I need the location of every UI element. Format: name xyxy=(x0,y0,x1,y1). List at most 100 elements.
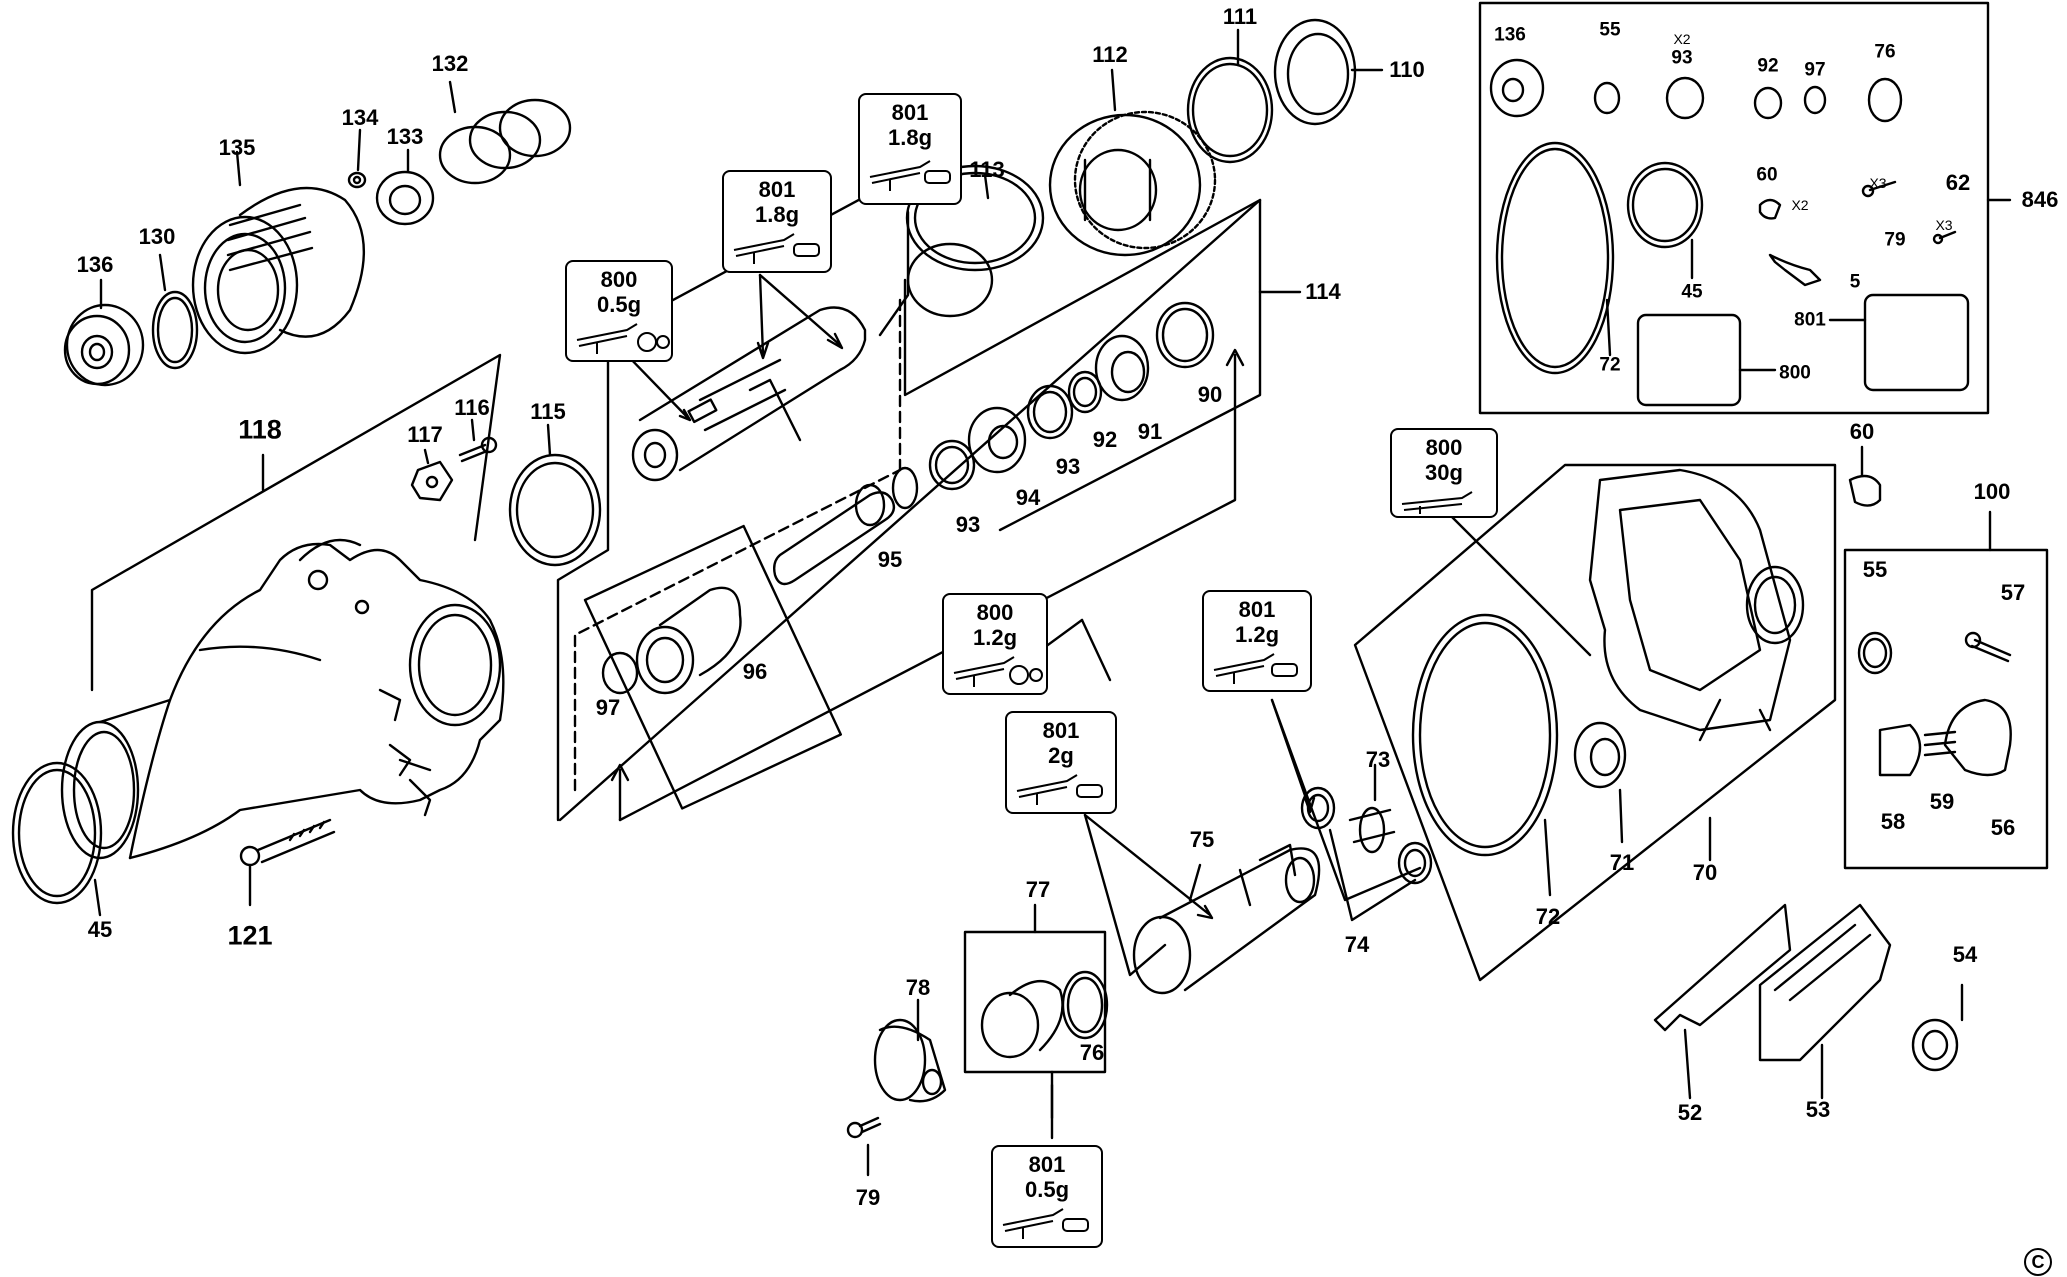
part-label-112: 112 xyxy=(1092,42,1128,67)
lube-code: 800 xyxy=(1425,435,1463,460)
part-label-72: 72 xyxy=(1535,904,1561,929)
lube-code: 801 xyxy=(891,100,929,125)
part-label-52: 52 xyxy=(1677,1100,1703,1125)
part-label-55: 55 xyxy=(1862,557,1888,582)
part-label-77: 77 xyxy=(1025,877,1051,902)
seal-110 xyxy=(1273,18,1384,126)
kit846-label-5: 5 xyxy=(1849,271,1861,293)
part-label-114: 114 xyxy=(1305,279,1341,304)
part-label-79: 79 xyxy=(855,1185,881,1210)
box-100 xyxy=(1843,510,2049,870)
circlip-90 xyxy=(1155,301,1215,369)
lube-qty: 30g xyxy=(1425,460,1463,485)
switch-53 xyxy=(1758,903,1892,1100)
lube-pointers xyxy=(623,210,1592,1120)
grommet-60 xyxy=(1848,445,1882,507)
screw-121 xyxy=(239,818,336,907)
grease-gun-icon xyxy=(869,160,951,191)
box-77 xyxy=(963,903,1107,1140)
part-label-71: 71 xyxy=(1609,850,1635,875)
kit846-mult-60: X2 xyxy=(1791,197,1809,213)
part-label-132: 132 xyxy=(431,51,469,76)
kit846-label-45: 45 xyxy=(1681,281,1703,303)
grease-gun-icon xyxy=(1213,653,1298,684)
kit846-mult-93: X2 xyxy=(1673,31,1691,47)
part-label-94: 94 xyxy=(1015,485,1041,510)
screw-79 xyxy=(846,1116,882,1177)
part-label-92: 92 xyxy=(1092,427,1118,452)
o-ring-45-left xyxy=(11,761,103,917)
kit846-label-79: 79 xyxy=(1884,229,1906,251)
lube-code: 801 xyxy=(758,177,796,202)
assembly-frame-114 xyxy=(556,173,1302,822)
part-label-59: 59 xyxy=(1929,789,1955,814)
ring-74-b xyxy=(1328,828,1433,922)
bearing-136 xyxy=(63,278,145,387)
spring-132 xyxy=(438,80,572,185)
tube-75 xyxy=(1132,843,1321,995)
bearing-71 xyxy=(1573,721,1627,844)
part-label-113: 113 xyxy=(969,157,1005,182)
bracket-118 xyxy=(90,353,502,692)
grease-gun-icon xyxy=(953,656,1043,687)
grease-gun-icon xyxy=(1002,1208,1089,1239)
ball-134 xyxy=(347,128,367,189)
lube-box-801-1.8g-a: 801 1.8g xyxy=(858,93,962,205)
barrel xyxy=(631,306,867,482)
part-label-130: 130 xyxy=(138,224,176,249)
o-ring-111 xyxy=(1186,28,1274,164)
part-label-78: 78 xyxy=(905,975,931,1000)
lube-qty: 1.8g xyxy=(887,125,933,150)
kit846-label-136: 136 xyxy=(1494,24,1526,46)
ring-93-b xyxy=(1026,384,1074,440)
lube-qty: 1.2g xyxy=(1234,622,1280,647)
knob-54 xyxy=(1911,983,1964,1072)
collar-135 xyxy=(191,150,365,355)
circlip-130 xyxy=(151,253,199,370)
ring-93-a xyxy=(928,439,976,491)
kit846-label-76: 76 xyxy=(1874,41,1896,63)
kit846-label-93: 93 xyxy=(1671,47,1693,69)
gear-112 xyxy=(1048,68,1217,257)
o-ring-115 xyxy=(508,423,602,567)
part-label-117: 117 xyxy=(407,422,443,447)
part-label-115: 115 xyxy=(530,399,566,424)
part-label-57: 57 xyxy=(2000,580,2026,605)
grease-gun-icon xyxy=(576,323,670,354)
part-label-93-a: 93 xyxy=(955,512,981,537)
bushing-94 xyxy=(967,406,1027,474)
ring-74-a xyxy=(1300,786,1336,830)
part-label-95: 95 xyxy=(877,547,903,572)
lube-code: 800 xyxy=(600,267,638,292)
lube-code: 801 xyxy=(1042,718,1080,743)
o-ring-72 xyxy=(1411,613,1559,897)
part-label-53: 53 xyxy=(1805,1097,1831,1122)
bushing-91 xyxy=(1094,334,1150,402)
part-label-56: 56 xyxy=(1990,815,2016,840)
kit846-label-92: 92 xyxy=(1757,55,1779,77)
part-label-54: 54 xyxy=(1952,942,1978,967)
part-label-121: 121 xyxy=(227,920,273,951)
lube-code: 801 xyxy=(1028,1152,1066,1177)
lube-box-801-2g: 801 2g xyxy=(1005,711,1117,814)
part-label-70: 70 xyxy=(1692,860,1718,885)
part-label-133: 133 xyxy=(386,124,424,149)
part-label-135: 135 xyxy=(218,135,256,160)
pin-73 xyxy=(1348,763,1396,854)
plate-52 xyxy=(1653,903,1792,1100)
part-label-90: 90 xyxy=(1197,382,1223,407)
part-label-111: 111 xyxy=(1222,4,1258,29)
part-label-45-left: 45 xyxy=(87,917,113,942)
kit846-label-55: 55 xyxy=(1599,19,1621,41)
lube-box-801-0.5g: 801 0.5g xyxy=(991,1145,1103,1248)
part-label-110: 110 xyxy=(1389,57,1425,82)
part-label-846: 846 xyxy=(2021,187,2059,212)
part-label-100: 100 xyxy=(1973,479,2011,504)
grease-gun-icon xyxy=(1401,491,1473,514)
lube-code: 800 xyxy=(976,600,1014,625)
ring-92 xyxy=(1067,370,1103,414)
lube-qty: 1.8g xyxy=(754,202,800,227)
lube-qty: 1.2g xyxy=(972,625,1018,650)
kit846-mult-79: X3 xyxy=(1869,175,1887,191)
